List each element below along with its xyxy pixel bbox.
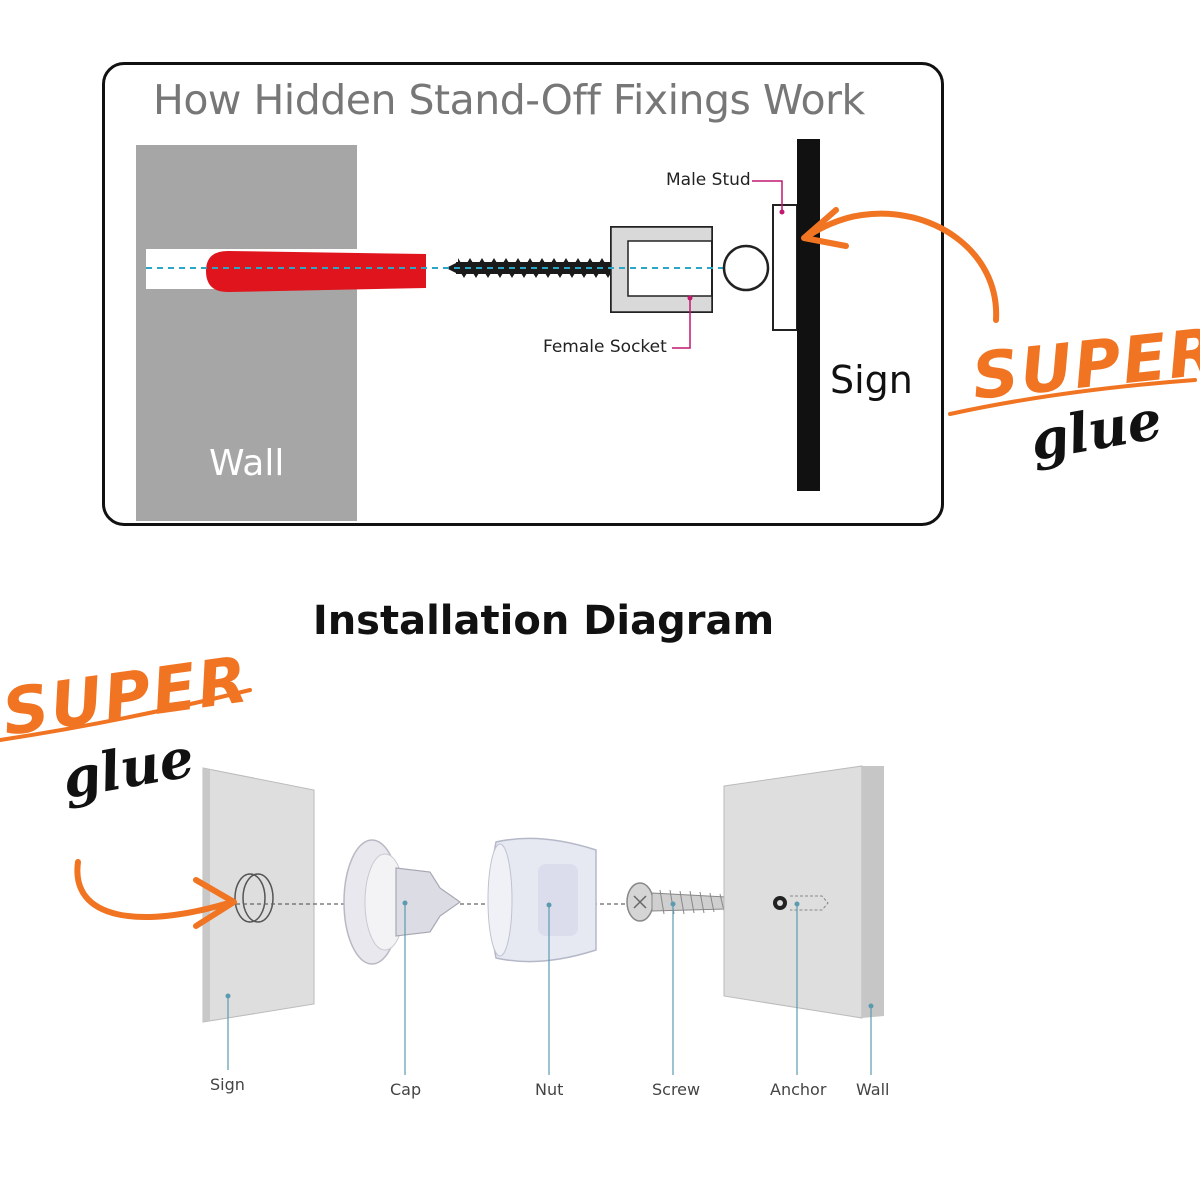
wall-block <box>136 145 357 521</box>
cap-part <box>343 839 462 965</box>
bottom-super-underline <box>0 688 252 742</box>
part-label-anchor: Anchor <box>770 1080 827 1099</box>
male-stud-plate <box>772 204 798 331</box>
part-label-screw: Screw <box>652 1080 701 1099</box>
fixings-diagram-title: How Hidden Stand-Off Fixings Work <box>153 76 865 124</box>
sign-panel <box>202 767 315 1023</box>
part-label-cap: Cap <box>390 1080 422 1099</box>
bottom-arrow <box>74 859 235 920</box>
wall-label: Wall <box>209 443 285 484</box>
screw-part <box>626 882 737 922</box>
female-socket-leader <box>672 300 691 349</box>
nut-part <box>487 837 597 963</box>
male-stud-leader <box>752 180 783 210</box>
male-stud-label: Male Stud <box>666 170 751 190</box>
female-socket <box>610 226 713 313</box>
part-leaders <box>227 903 872 1075</box>
male-stud-ball <box>722 244 770 292</box>
sign-bar <box>797 139 820 491</box>
wall-panel <box>723 765 884 1019</box>
top-arrow <box>805 210 1000 323</box>
part-label-sign: Sign <box>210 1075 245 1094</box>
part-label-nut: Nut <box>535 1080 564 1099</box>
wall-plug <box>206 251 426 292</box>
top-super-underline <box>948 378 1197 416</box>
installation-diagram-title: Installation Diagram <box>312 598 775 644</box>
sign-label: Sign <box>830 358 913 402</box>
female-socket-label: Female Socket <box>543 337 667 357</box>
part-label-wall: Wall <box>856 1080 890 1099</box>
